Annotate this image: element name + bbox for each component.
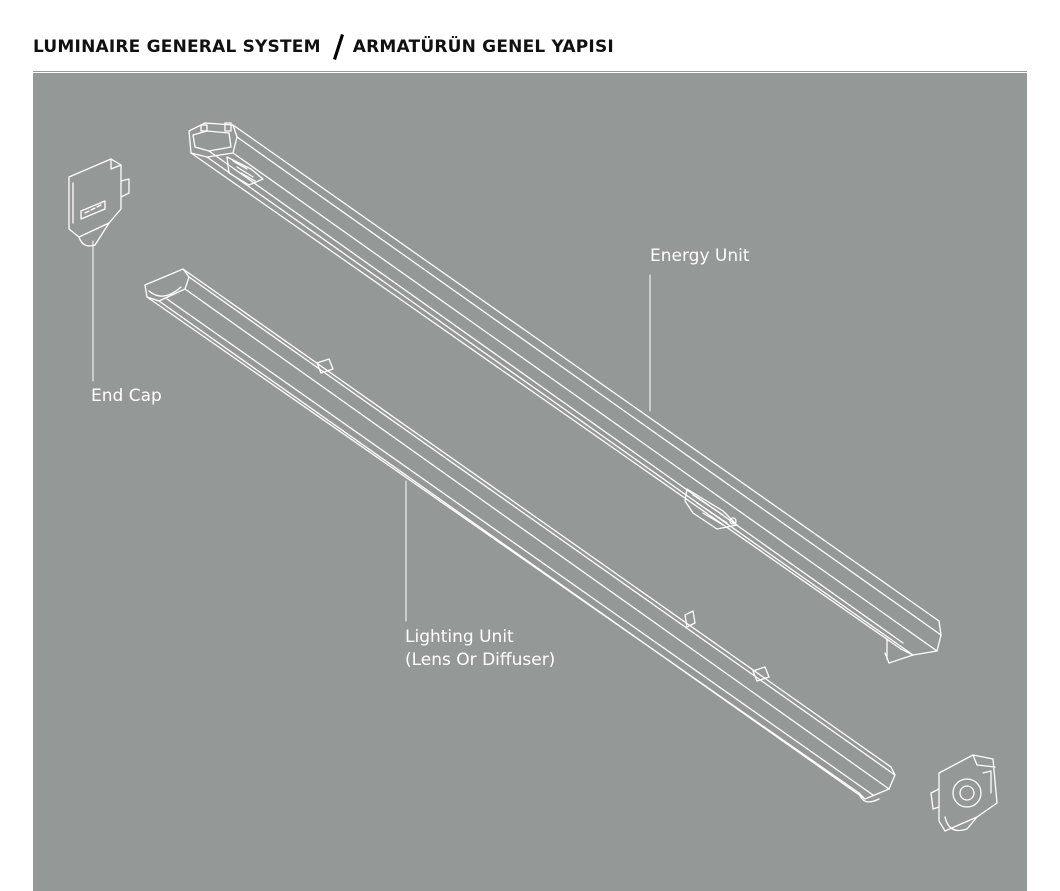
- energy-unit-drawing: [188, 122, 942, 664]
- title-turkish: ARMATÜRÜN GENEL YAPISI: [352, 37, 614, 57]
- end-cap-label: End Cap: [91, 386, 162, 406]
- title-english: LUMINAIRE GENERAL SYSTEM: [33, 37, 321, 57]
- lighting-unit-drawing: [144, 268, 896, 803]
- page-header: LUMINAIRE GENERAL SYSTEM ARMATÜRÜN GENEL…: [33, 30, 614, 64]
- lighting-unit-sublabel: (Lens Or Diffuser): [405, 650, 556, 670]
- lighting-unit-label: Lighting Unit: [405, 627, 514, 647]
- leader-lines: [92, 240, 651, 622]
- energy-unit-label: Energy Unit: [650, 246, 750, 266]
- header-divider: [33, 71, 1027, 72]
- slash-separator-icon: [332, 34, 344, 60]
- end-cap-right-drawing: [930, 754, 998, 832]
- luminaire-exploded-diagram: [68, 122, 998, 832]
- end-cap-drawing: [68, 158, 130, 247]
- diagram-panel: Energy Unit End Cap Lighting Unit (Lens …: [33, 73, 1027, 891]
